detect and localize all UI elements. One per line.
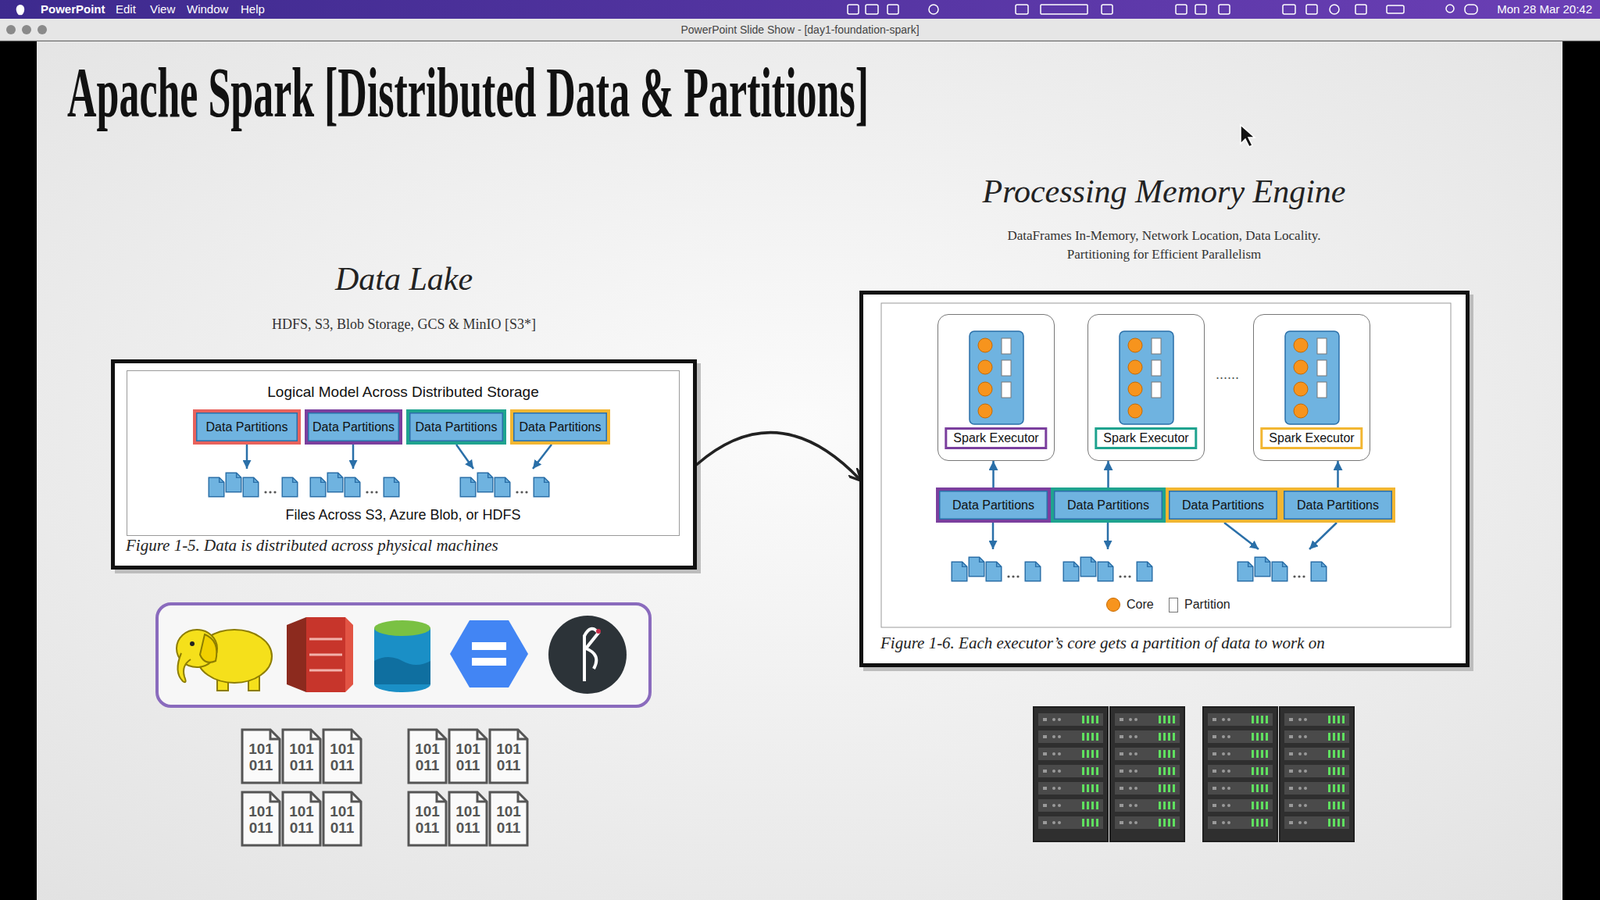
partition-label: Data Partitions — [1067, 498, 1150, 513]
binary-digits: 101 011 — [490, 803, 527, 836]
binary-digits: 101 011 — [490, 740, 527, 774]
menu-item: Window — [186, 0, 229, 19]
executor-box: Spark Executor — [1087, 314, 1205, 461]
slide-title: Apache Spark [Distributed Data & Partiti… — [67, 56, 869, 129]
binary-digits: 101 011 — [324, 740, 361, 774]
section-subtitle: DataFrames In-Memory, Network Location, … — [984, 226, 1344, 265]
binary-digits: 101 011 — [242, 740, 279, 774]
partition-box: Data Partitions — [1165, 487, 1281, 523]
binary-digits: 101 011 — [450, 803, 486, 836]
section-subtitle: HDFS, S3, Blob Storage, GCS & MinIO [S3*… — [169, 315, 639, 333]
binary-digits: 101 011 — [242, 803, 279, 836]
figure-frame: Figure 1-6. Each executor’s core gets a … — [859, 290, 1470, 668]
menu-item: PowerPoint — [40, 0, 106, 19]
section-heading: Data Lake — [247, 259, 561, 299]
legend-text: Partition — [1184, 595, 1231, 615]
legend-swatch — [1106, 597, 1121, 612]
partition-label: Data Partitions — [1182, 498, 1265, 513]
executor-label: Spark Executor — [944, 427, 1047, 450]
partition-box: Data Partitions — [510, 409, 611, 445]
binary-digits: 101 011 — [409, 740, 446, 774]
storage-panel: Logical Model Across Distributed Storage… — [126, 370, 680, 536]
ellipsis-mark: ...... — [1203, 365, 1251, 383]
partition-label: Data Partitions — [519, 420, 602, 435]
figure-caption: Figure 1-5. Data is distributed across p… — [125, 535, 499, 556]
assign-arrow — [992, 460, 995, 488]
partition-label: Data Partitions — [1296, 498, 1379, 513]
binary-digits: 101 011 — [283, 803, 320, 836]
partition-label: Data Partitions — [312, 420, 395, 435]
executor-box: Spark Executor — [1253, 314, 1371, 461]
figure-frame: Figure 1-5. Data is distributed across p… — [110, 359, 697, 570]
executor-label: Spark Executor — [1094, 427, 1197, 450]
partition-label: Data Partitions — [952, 498, 1035, 513]
section-heading: Processing Memory Engine — [945, 171, 1383, 211]
executor-box: Spark Executor — [937, 314, 1055, 461]
legend-sample — [1168, 597, 1179, 613]
binary-digits: 101 011 — [283, 740, 320, 774]
partition-box: Data Partitions — [304, 409, 403, 445]
partition-box: Data Partitions — [1280, 487, 1396, 523]
window-title: PowerPoint Slide Show - [day1-foundation… — [448, 21, 1152, 38]
binary-digits: 101 011 — [324, 803, 361, 836]
figure-caption: Figure 1-6. Each executor’s core gets a … — [880, 633, 1325, 654]
menu-item: Edit — [115, 0, 136, 19]
partition-label: Data Partitions — [206, 420, 289, 435]
partition-box: Data Partitions — [1050, 487, 1166, 523]
executor-label: Spark Executor — [1260, 427, 1363, 450]
binary-digits: 101 011 — [409, 803, 446, 836]
menu-item: View — [150, 0, 175, 19]
partition-box: Data Partitions — [192, 409, 301, 445]
menu-clock: Mon 28 Mar 20:42 — [1496, 0, 1593, 19]
legend-text: Core — [1126, 595, 1154, 615]
menu-item: Help — [240, 0, 265, 19]
flow-arrow — [696, 432, 860, 479]
partition-box: Data Partitions — [406, 409, 507, 445]
panel-footer: Files Across S3, Azure Blob, or HDFS — [127, 507, 679, 524]
partition-label: Data Partitions — [415, 420, 498, 435]
binary-digits: 101 011 — [450, 740, 486, 774]
partition-box: Data Partitions — [935, 487, 1051, 523]
assign-arrow — [1107, 460, 1110, 488]
assign-arrow — [1336, 460, 1340, 488]
panel-heading: Logical Model Across Distributed Storage — [127, 383, 679, 401]
